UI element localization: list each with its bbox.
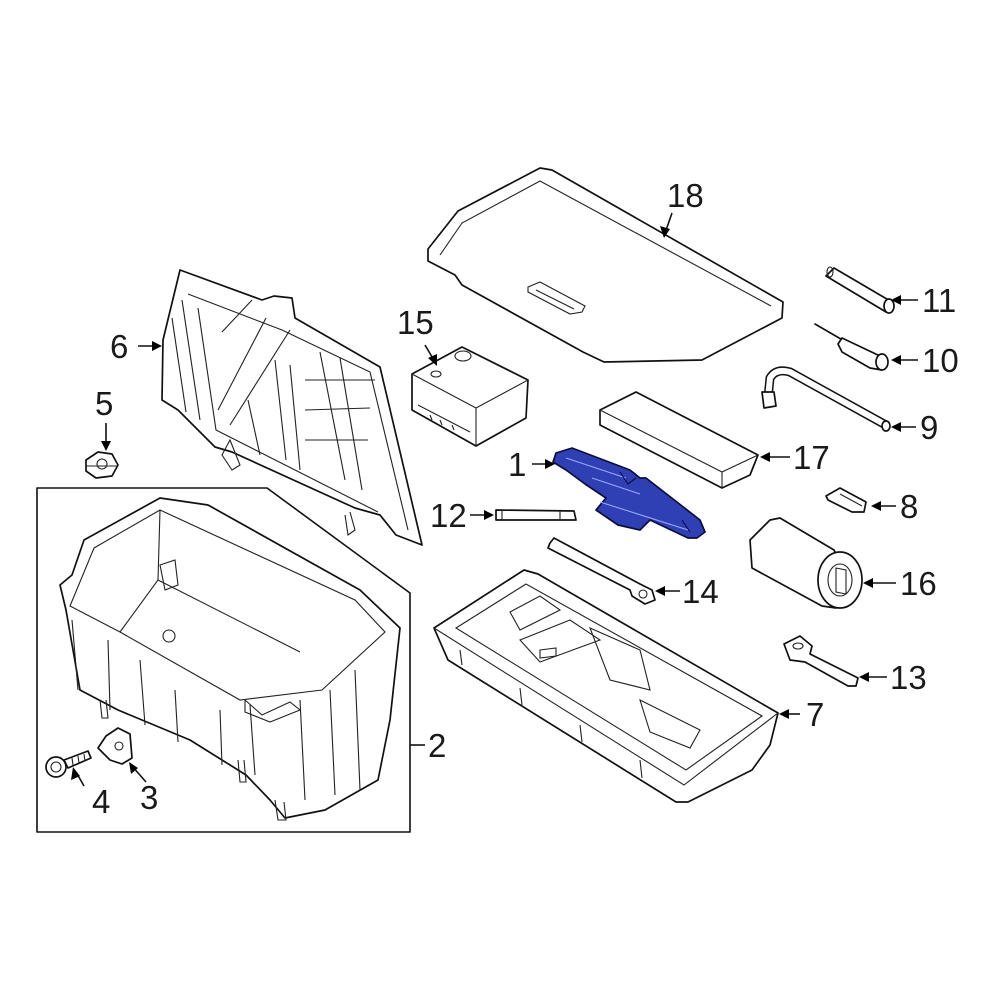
scissor-jack[interactable] [552,447,706,539]
callout-11[interactable]: 11 [922,282,956,319]
tube-rod[interactable] [825,266,895,314]
callout-9[interactable]: 9 [920,409,938,446]
leader-lines [71,212,918,787]
callout-5[interactable]: 5 [95,385,113,422]
callout-1[interactable]: 1 [508,446,526,483]
tow-eye[interactable] [783,635,859,687]
callout-15[interactable]: 15 [397,304,434,341]
trunk-cover-panel[interactable] [427,167,784,363]
side-trim-panel[interactable] [161,269,423,546]
wrench-handle[interactable] [547,537,656,605]
callout-4[interactable]: 4 [92,783,110,820]
callout-3[interactable]: 3 [140,779,158,816]
callout-17[interactable]: 17 [793,439,830,476]
screwdriver[interactable] [814,323,889,371]
lug-wrench[interactable] [761,366,891,432]
mounting-bracket[interactable] [97,727,133,765]
callout-10[interactable]: 10 [922,342,959,379]
callout-7[interactable]: 7 [806,696,824,733]
storage-bin[interactable] [59,497,401,821]
callout-13[interactable]: 13 [890,659,927,696]
callout-8[interactable]: 8 [900,488,918,525]
callout-labels: 18 15 6 5 1 12 17 11 10 9 8 16 13 7 14 2… [92,177,959,820]
callout-6[interactable]: 6 [110,328,128,365]
bolt[interactable] [45,750,92,778]
callout-18[interactable]: 18 [667,177,704,214]
foam-block[interactable] [599,391,759,489]
callout-16[interactable]: 16 [900,565,937,602]
tool-tray[interactable] [433,569,779,803]
sealant-bottle[interactable] [749,517,863,609]
retaining-clip[interactable] [825,487,867,513]
extension-rod[interactable] [495,509,577,521]
callout-14[interactable]: 14 [682,573,719,610]
air-compressor[interactable] [411,346,529,447]
storage-bin-group [36,487,425,833]
flange-nut[interactable] [85,451,119,479]
callout-12[interactable]: 12 [430,497,467,534]
callout-2[interactable]: 2 [428,727,446,764]
